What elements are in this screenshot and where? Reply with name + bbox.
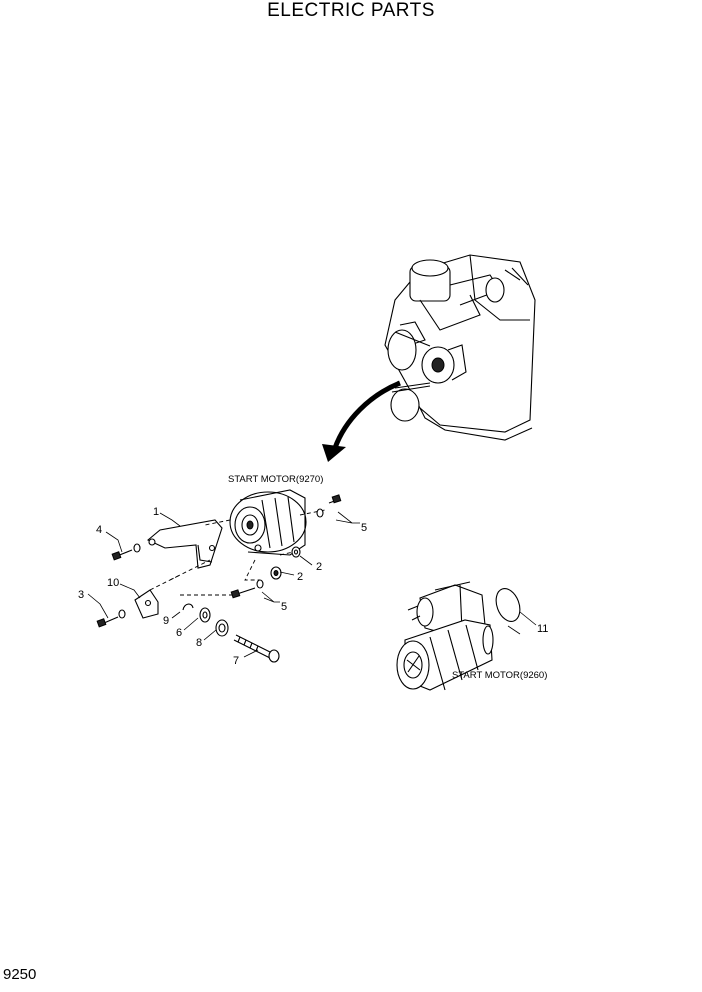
start-motor-9270-assembly <box>96 489 342 663</box>
caption-start-motor-9260: START MOTOR(9260) <box>452 670 547 681</box>
caption-start-motor-9270: START MOTOR(9270) <box>228 474 323 485</box>
callout-10: 10 <box>107 577 119 589</box>
callout-8: 8 <box>196 637 202 649</box>
start-motor-9260-assembly <box>396 581 521 691</box>
callout-5-lower: 5 <box>281 601 287 613</box>
callout-9: 9 <box>163 615 169 627</box>
leader-lines <box>87 511 537 658</box>
engine-illustration <box>322 254 536 462</box>
callout-6: 6 <box>176 627 182 639</box>
callout-2-lower: 2 <box>297 571 303 583</box>
callout-11: 11 <box>537 623 548 635</box>
callout-3: 3 <box>78 589 84 601</box>
page-number: 9250 <box>3 966 37 983</box>
callout-7: 7 <box>233 655 239 667</box>
callout-5-upper: 5 <box>361 522 367 534</box>
callout-1: 1 <box>153 506 159 518</box>
page-title: ELECTRIC PARTS <box>267 0 435 21</box>
callout-2-upper: 2 <box>316 561 322 573</box>
callout-4: 4 <box>96 524 102 536</box>
